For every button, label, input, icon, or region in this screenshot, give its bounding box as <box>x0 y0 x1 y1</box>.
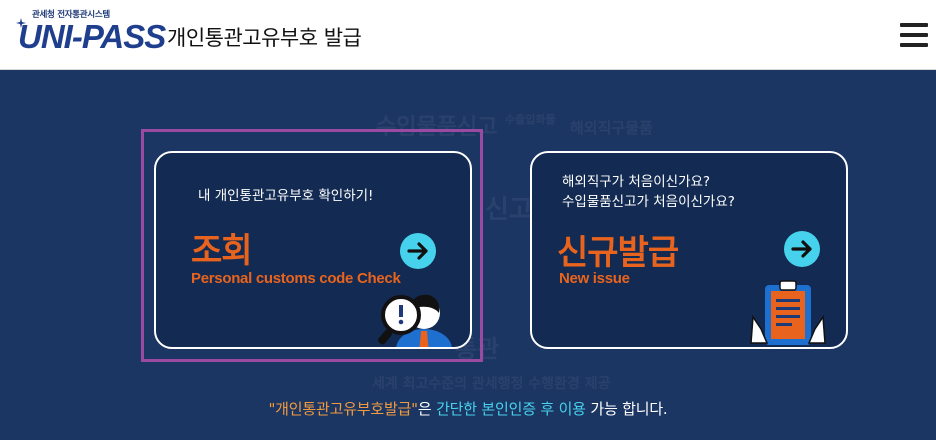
hamburger-menu-icon[interactable] <box>900 23 928 47</box>
background-word: 수출입화물 <box>505 113 556 126</box>
new-issue-card[interactable]: 해외직구가 처음이신가요? 수입물품신고가 처음이신가요? 신규발급 New i… <box>530 151 848 349</box>
lookup-subtitle: Personal customs code Check <box>191 270 401 287</box>
lookup-card[interactable]: 내 개인통관고유부호 확인하기! 조회 Personal customs cod… <box>154 151 472 349</box>
lookup-title: 조회 <box>191 231 253 271</box>
page-title: 개인통관고유부호 발급 <box>167 26 362 50</box>
logo-wordmark: UNI-PASS <box>18 18 166 55</box>
background-word: 세계 최고수준의 관세행정 수행환경 제공 <box>372 376 611 392</box>
background-word: 수입물품신고 <box>376 115 498 140</box>
footer-notice: "개인통관고유부호발급"은 간단한 본인인증 후 이용 가능 합니다. <box>0 398 936 419</box>
new-issue-question-2: 수입물품신고가 처음이신가요? <box>562 194 735 210</box>
document-clipboard-icon <box>750 280 826 345</box>
new-issue-subtitle: New issue <box>559 270 630 287</box>
footer-text-part: 은 <box>417 400 437 418</box>
arrow-right-icon[interactable] <box>400 233 436 269</box>
lookup-question: 내 개인통관고유부호 확인하기! <box>198 188 374 204</box>
header-bar: 관세청 전자통관시스템 UNI-PASS 개인통관고유부호 발급 <box>0 0 936 70</box>
focus-highlight-box <box>141 129 483 362</box>
new-issue-question-1: 해외직구가 처음이신가요? <box>562 174 711 190</box>
logo-subtitle: 관세청 전자통관시스템 <box>32 10 110 20</box>
footer-text-part: 가능 합니다. <box>585 400 668 418</box>
background-word: 해외직구물품 <box>570 119 653 137</box>
footer-highlight: 간단한 본인인증 후 이용 <box>436 400 586 418</box>
star-icon <box>16 18 26 28</box>
background-word: 신고 <box>485 195 533 225</box>
main-area: 수입물품신고 수출입화물 해외직구물품 통관 신고 세계 최고수준의 관세행정 … <box>0 71 936 440</box>
footer-service-name: "개인통관고유부호발급" <box>268 400 418 418</box>
arrow-right-icon[interactable] <box>784 231 820 267</box>
magnifier-person-icon <box>378 294 452 347</box>
new-issue-title: 신규발급 <box>557 233 679 273</box>
unipass-logo[interactable]: 관세청 전자통관시스템 UNI-PASS <box>16 8 166 60</box>
